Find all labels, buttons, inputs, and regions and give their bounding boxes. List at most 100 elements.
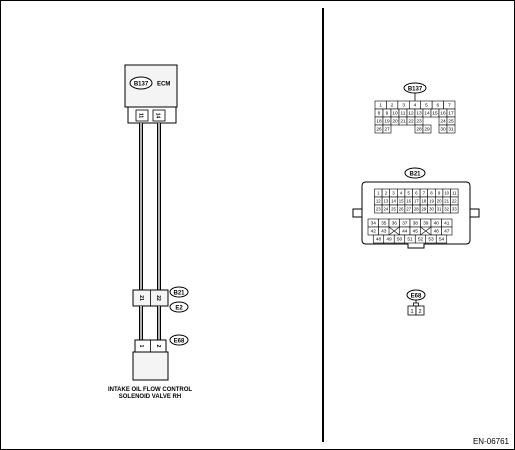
ecm-pin-right: 14 [155, 113, 161, 119]
b21-pin-54-cell [435, 234, 448, 244]
b21-pin-54: 54 [439, 237, 445, 243]
b21-pin-44: 44 [402, 229, 408, 235]
inline-pin-right: 22 [155, 295, 161, 301]
e2-tag-label: E2 [175, 306, 183, 312]
b21-pin-46: 46 [434, 229, 440, 235]
b21-pin-33-cell [450, 204, 459, 214]
b137-pin-1: 1 [379, 103, 382, 109]
b137-pin-24: 24 [440, 119, 446, 125]
b137-pin-4: 4 [414, 103, 417, 109]
b137-pin-16: 16 [440, 111, 446, 117]
b21-pin-11: 11 [452, 191, 457, 196]
b137-pin-5: 5 [425, 103, 428, 109]
solenoid-body [132, 351, 169, 381]
b21-title: B21 [409, 172, 421, 178]
b137-pin-11: 11 [401, 111, 406, 117]
b21-pin-37: 37 [402, 221, 408, 227]
b21-pin-27: 27 [406, 207, 411, 212]
b137-pin-2: 2 [391, 103, 394, 109]
e68-title: E68 [411, 294, 422, 300]
b21-pin-34: 34 [371, 221, 377, 227]
solenoid-pin-right: 2 [155, 345, 161, 348]
e68-pin-1: 1 [410, 309, 413, 315]
b21-pin-23: 23 [376, 207, 381, 212]
b137-pin-9: 9 [386, 111, 389, 117]
b137-pin-18: 18 [376, 119, 382, 125]
e68-key [413, 302, 419, 307]
b21-pin-41: 41 [444, 221, 450, 227]
b21-pin-6: 6 [415, 191, 418, 196]
b21-tag-label: B21 [173, 291, 185, 297]
b21-pin-47: 47 [444, 229, 450, 235]
b21-pin-45: 45 [413, 229, 419, 235]
b21-pin-13: 13 [384, 199, 389, 204]
e68-tag [169, 334, 189, 346]
b21-pin-15: 15 [399, 199, 404, 204]
b137-pin-31: 31 [448, 127, 454, 133]
b137-pin-31-cell [446, 124, 456, 134]
b21-pin-14: 14 [391, 199, 396, 204]
solenoid-pin-left: 1 [138, 345, 144, 348]
b137-pin-12: 12 [408, 111, 414, 117]
b21-blank-cross [388, 226, 400, 236]
wire-pair-lower [139, 306, 161, 340]
b137-pin-13: 13 [416, 111, 422, 117]
ecm-connector-tag [129, 76, 153, 90]
ecm-label: ECM [157, 82, 170, 88]
b137-pin-27: 27 [384, 127, 390, 133]
e2-tag [169, 301, 189, 313]
b21-blank-cross [420, 226, 432, 236]
b137-pin-27-cell [382, 124, 392, 134]
b137-pin-29-cell [422, 124, 432, 134]
b137-pin-8: 8 [378, 111, 381, 117]
b137-pin-22: 22 [408, 119, 414, 125]
e68-pin-2: 2 [418, 309, 421, 315]
b21-pin-32: 32 [444, 207, 449, 212]
wire-pair-upper [139, 123, 161, 290]
b21-pin-25: 25 [391, 207, 396, 212]
b137-pin-6: 6 [437, 103, 440, 109]
e68-tag-label: E68 [174, 339, 185, 345]
ecm-pin-left: 11 [138, 113, 144, 119]
b137-pin-10: 10 [392, 111, 398, 117]
b137-pin-17: 17 [448, 111, 454, 117]
b137-pin-7: 7 [448, 103, 451, 109]
b21-pin-38: 38 [413, 221, 419, 227]
b21-pin-16: 16 [406, 199, 411, 204]
b137-pin-15: 15 [432, 111, 438, 117]
b137-pin-20: 20 [392, 119, 398, 125]
inline-pin-left: 21 [138, 295, 144, 301]
b21-pin-4: 4 [400, 191, 403, 196]
b137-pin-28: 28 [416, 127, 422, 133]
b21-pin-2: 2 [385, 191, 388, 196]
b21-pin-33: 33 [452, 207, 457, 212]
b21-pin-48: 48 [376, 237, 382, 243]
b21-pin-22: 22 [452, 199, 457, 204]
b21-pin-3: 3 [392, 191, 395, 196]
b21-pin-24: 24 [384, 207, 389, 212]
b21-pin-39: 39 [423, 221, 429, 227]
b21-pin-30: 30 [429, 207, 434, 212]
b21-pin-1: 1 [377, 191, 380, 196]
b137-pin-19: 19 [384, 119, 390, 125]
b21-pin-35: 35 [381, 221, 387, 227]
b137-title: B137 [408, 87, 423, 93]
b21-pin-18: 18 [422, 199, 427, 204]
b21-pin-43: 43 [381, 229, 387, 235]
b21-pin-9: 9 [438, 191, 441, 196]
b137-pin-30: 30 [440, 127, 446, 133]
ecm-connector-label: B137 [134, 82, 149, 88]
b21-pin-21: 21 [444, 199, 449, 204]
b21-pin-20: 20 [437, 199, 442, 204]
b137-pin-29: 29 [424, 127, 430, 133]
ecm-pin-block [127, 106, 177, 124]
b21-tag [169, 286, 189, 298]
b21-pin-10: 10 [444, 191, 449, 196]
b137-pin-23: 23 [416, 119, 422, 125]
b137-pin-14: 14 [424, 111, 430, 117]
b21-pin-5: 5 [408, 191, 411, 196]
b137-pin-21: 21 [400, 119, 406, 125]
